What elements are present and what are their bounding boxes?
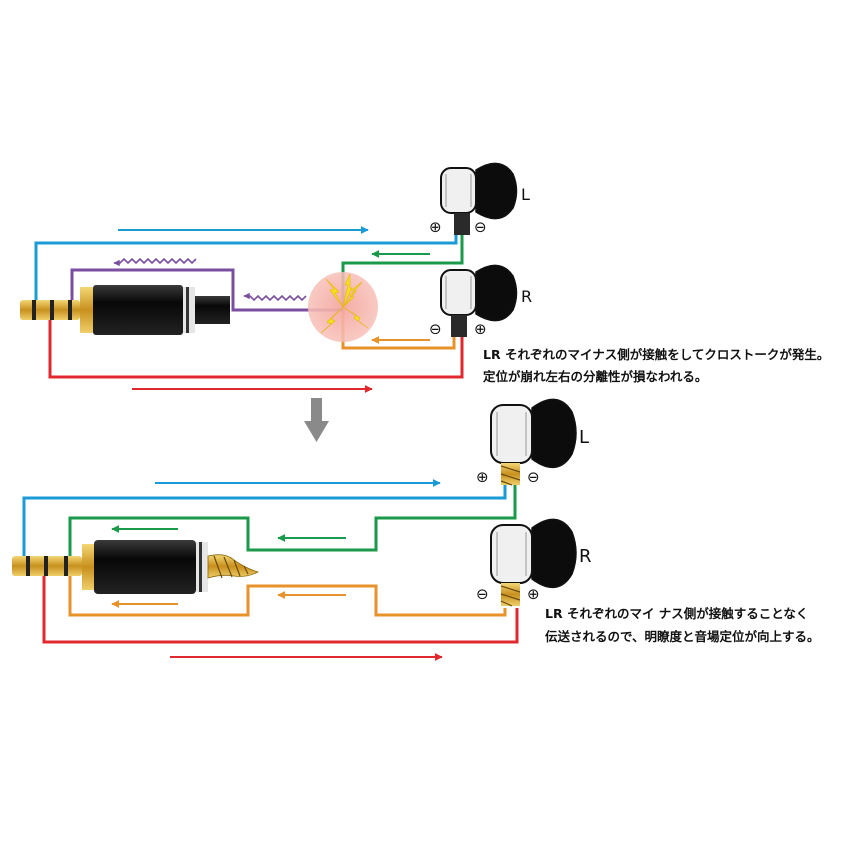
transition-down-arrow-icon (304, 398, 329, 442)
top-right-minus-icon: ⊖ (429, 320, 442, 338)
bottom-right-label: R (579, 546, 592, 567)
bottom-right-ground-wire (68, 576, 507, 617)
bottom-caption-line1: LR それぞれのマイ ナス側が接触することなく (545, 606, 808, 621)
top-plug (20, 285, 230, 335)
top-caption-line2: 定位が崩れ左右の分離性が損なわれる。 (482, 369, 707, 384)
top-right-label: R (521, 287, 532, 306)
bottom-left-plus-icon: ⊕ (476, 468, 489, 486)
bottom-right-minus-icon: ⊖ (476, 585, 489, 603)
bottom-left-label: L (579, 427, 589, 448)
bottom-left-signal-wire (22, 484, 507, 560)
top-crosstalk-wire (70, 268, 343, 312)
bottom-left-ground-wire (68, 484, 517, 556)
top-left-plus-icon: ⊕ (429, 218, 442, 236)
top-crosstalk-arrow-2 (243, 292, 307, 302)
spark-icon (320, 273, 369, 334)
top-earphone-right (440, 264, 518, 337)
top-earphone-left (440, 162, 518, 235)
top-caption-line1: LR それぞれのマイナス側が接触をしてクロストークが発生。 (483, 347, 829, 362)
bottom-earphone-right (490, 518, 577, 607)
bottom-left-minus-icon: ⊖ (527, 468, 540, 486)
top-right-plus-icon: ⊕ (474, 320, 487, 338)
top-left-minus-icon: ⊖ (474, 218, 487, 236)
bottom-plug (12, 540, 260, 594)
top-left-label: L (521, 185, 530, 204)
bottom-right-plus-icon: ⊕ (527, 585, 540, 603)
top-crosstalk-arrow-1 (113, 257, 197, 267)
bottom-diagram: L R ⊕ ⊖ ⊖ ⊕ LR それぞれのマイ ナス側が接触することなく 伝送され… (12, 398, 820, 661)
bottom-earphone-left (490, 398, 577, 486)
bottom-right-signal-wire (42, 575, 519, 644)
bottom-caption-line2: 伝送されるので、明瞭度と音場定位が向上する。 (545, 629, 820, 644)
top-diagram: L R ⊕ ⊖ ⊖ ⊕ LR それぞれのマイナス側が接触をしてクロストークが発生… (20, 162, 829, 393)
top-right-signal-wire (48, 320, 464, 379)
